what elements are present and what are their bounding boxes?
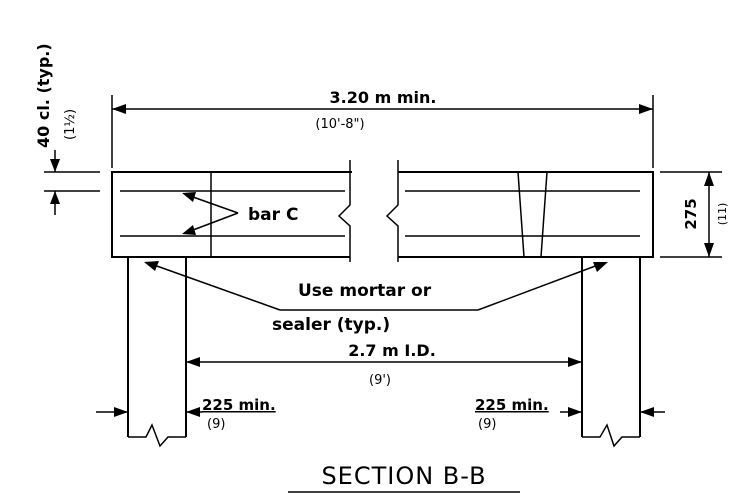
inside-distance-dimension: 2.7 m I.D. (9') bbox=[186, 341, 582, 388]
right-bearing-dimension: 225 min. (9) bbox=[475, 396, 665, 432]
right-bearing-imperial-label: (9) bbox=[478, 417, 496, 432]
left-wall bbox=[127, 257, 187, 448]
right-wall bbox=[581, 257, 641, 448]
cover-label: 40 cl. (typ.) bbox=[34, 43, 53, 148]
mortar-note: Use mortar or sealer (typ.) bbox=[144, 261, 608, 335]
overall-width-label: 3.20 m min. bbox=[330, 88, 437, 107]
cover-imperial-label: (1½) bbox=[63, 109, 78, 140]
overall-width-dimension: 3.20 m min. (10'-8") bbox=[111, 88, 654, 168]
overall-width-imperial-label: (10'-8") bbox=[315, 117, 364, 132]
section-title-text: SECTION B-B bbox=[321, 462, 486, 490]
inside-distance-label: 2.7 m I.D. bbox=[348, 341, 436, 360]
thickness-dimension: 275 (11) bbox=[660, 171, 729, 258]
reinforcement-bars bbox=[120, 171, 640, 258]
mortar-line2: sealer (typ.) bbox=[272, 315, 390, 335]
thickness-imperial-label: (11) bbox=[716, 203, 729, 226]
bar-c-callout: bar C bbox=[182, 192, 298, 235]
slab bbox=[111, 160, 654, 262]
mortar-line1: Use mortar or bbox=[298, 281, 432, 301]
left-bearing-imperial-label: (9) bbox=[207, 417, 225, 432]
bar-c-label: bar C bbox=[248, 205, 298, 225]
cover-dimension: 40 cl. (typ.) (1½) bbox=[34, 43, 100, 215]
left-bearing-dimension: 225 min. (9) bbox=[96, 396, 276, 432]
thickness-label: 275 bbox=[682, 198, 700, 229]
inside-distance-imperial-label: (9') bbox=[369, 373, 391, 388]
section-title: SECTION B-B bbox=[288, 462, 520, 493]
right-bearing-label: 225 min. bbox=[475, 396, 549, 414]
left-bearing-label: 225 min. bbox=[202, 396, 276, 414]
